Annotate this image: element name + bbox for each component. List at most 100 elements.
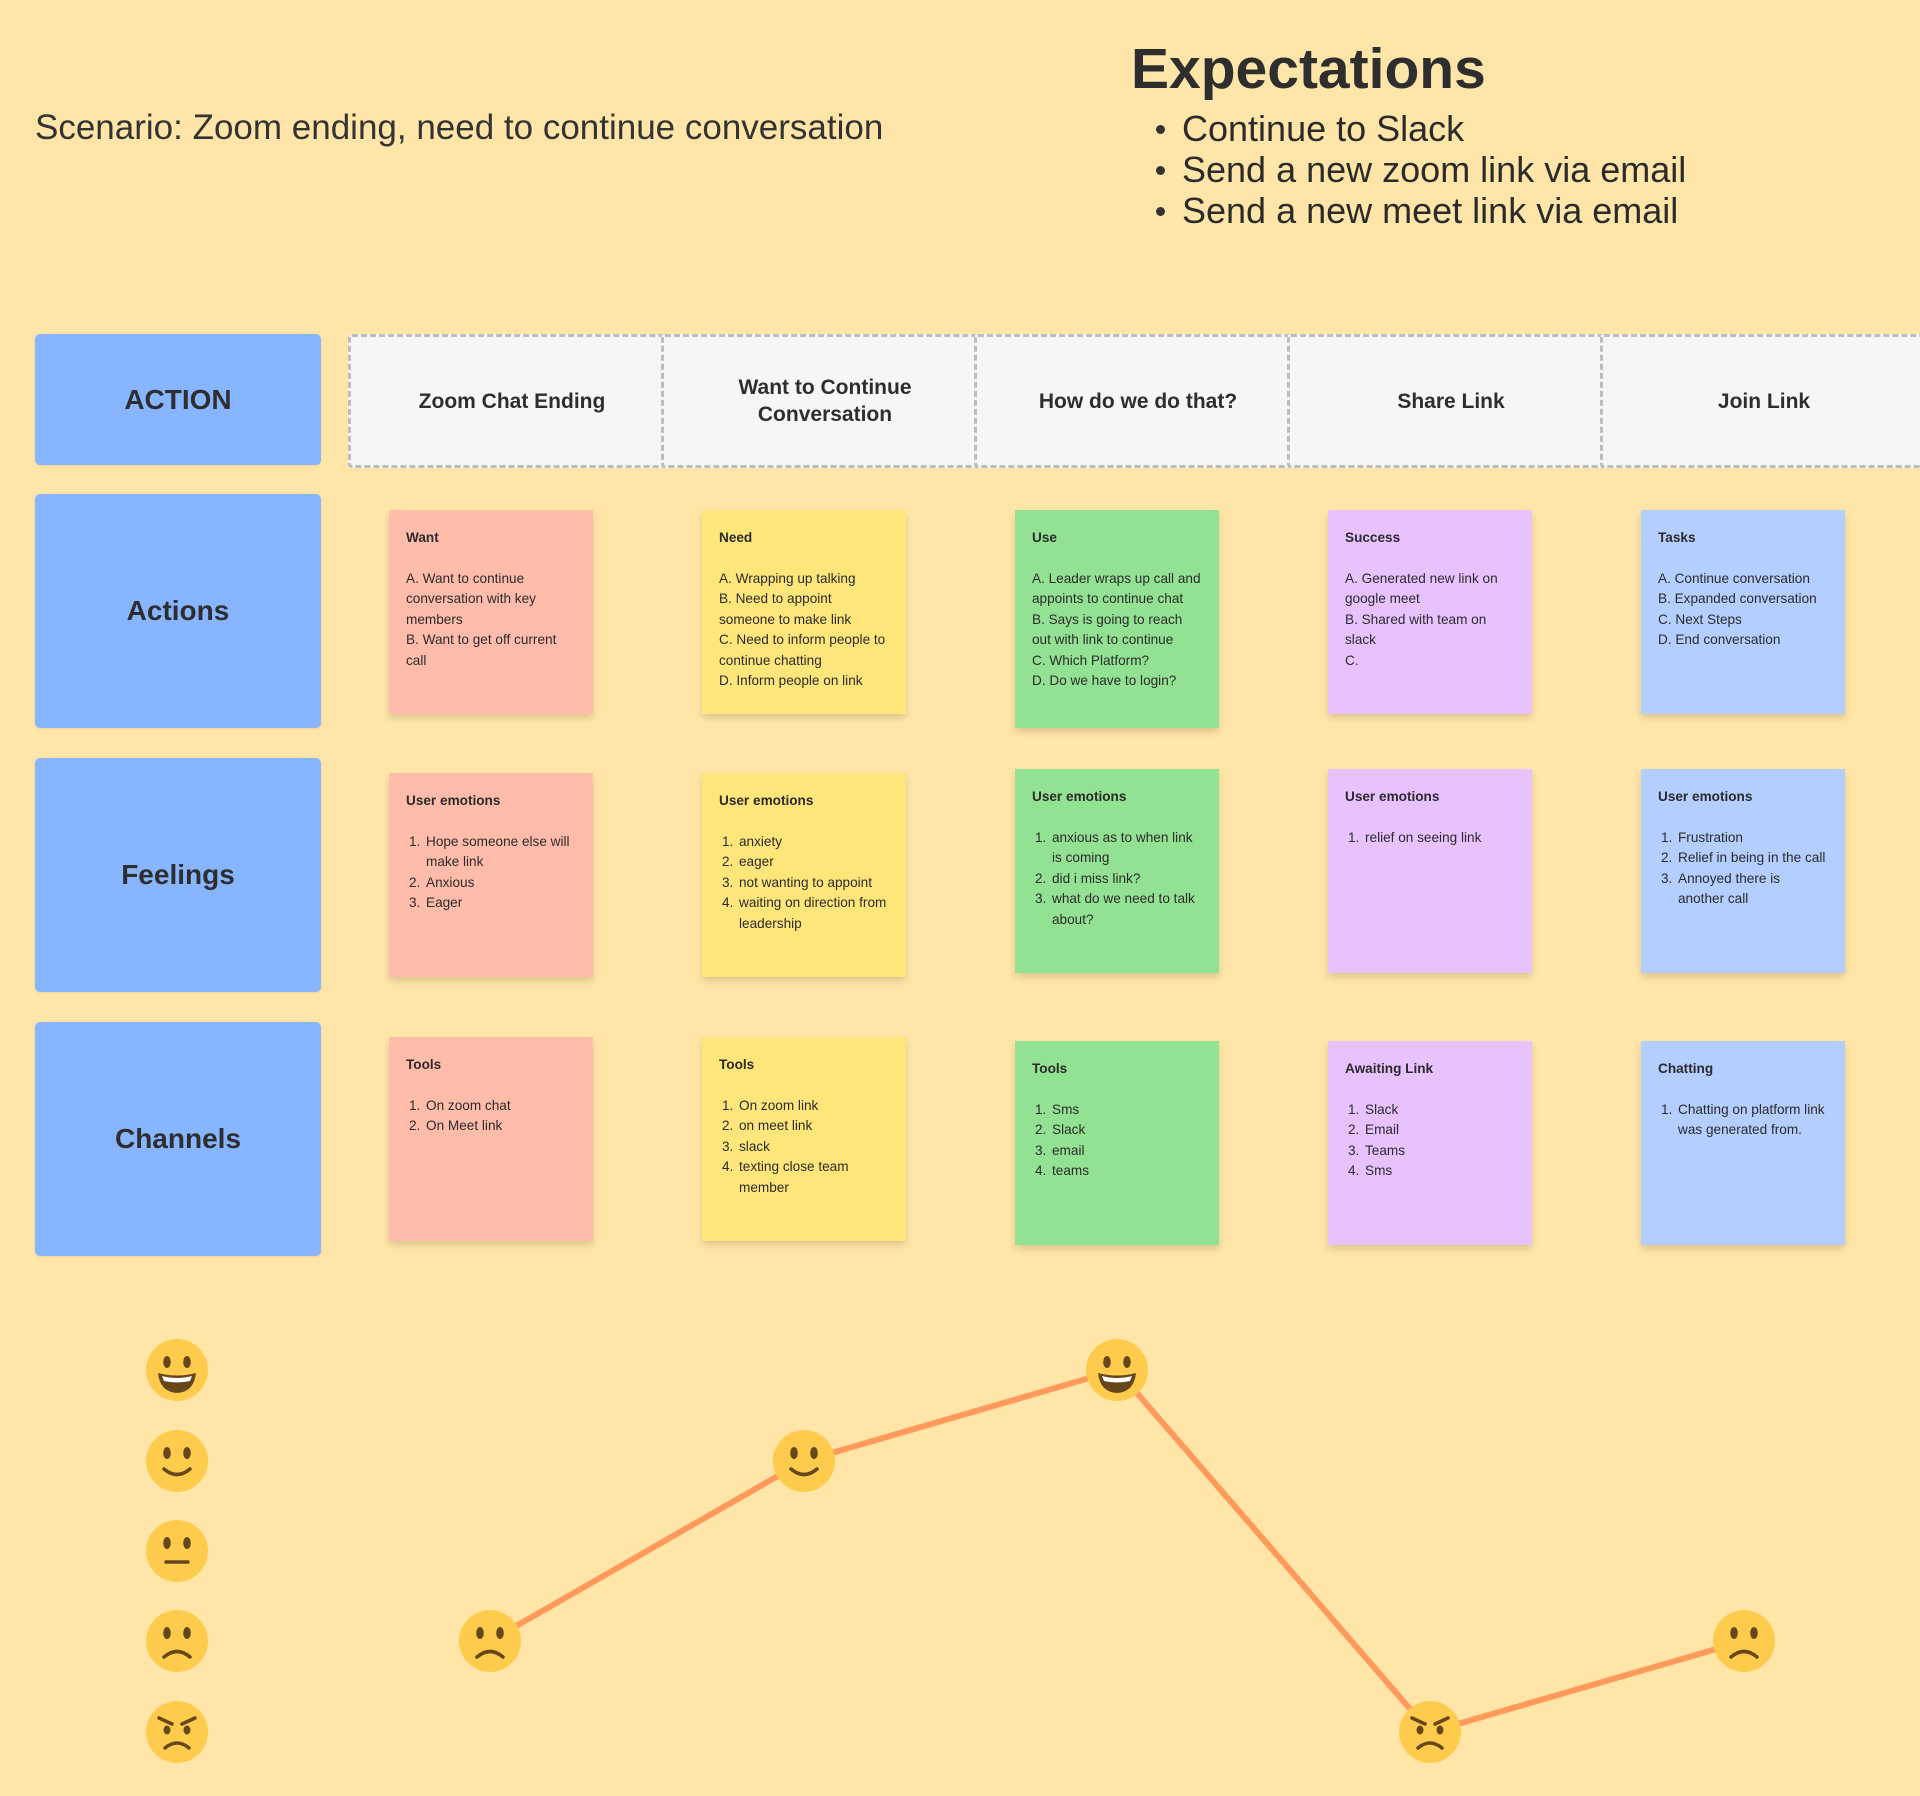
note-item: 2.Relief in being in the call [1661, 850, 1826, 865]
note-item: C. Which Platform? [1032, 652, 1150, 668]
note-item: 2.did i miss link? [1035, 870, 1141, 886]
note-item: 2.Anxious [409, 874, 475, 890]
note-item: 4.texting close team member [722, 1159, 849, 1195]
note-item: 3.email [1035, 1142, 1085, 1158]
note-item: C. [1345, 652, 1359, 668]
note-item: C. Next Steps [1658, 611, 1742, 627]
note-item: 2.Slack [1035, 1122, 1086, 1137]
note-item: B. Expanded conversation [1658, 591, 1817, 606]
curve-point-slightly-frowning-face-icon [459, 1610, 521, 1672]
note-item: 3.Teams [1348, 1142, 1406, 1158]
note-item: 1.anxious as to when link is coming [1035, 829, 1193, 866]
note-item: 1.Chatting on platform link was generate… [1661, 1101, 1825, 1138]
note-title: Use [1032, 530, 1057, 545]
note-title: User emotions [1658, 789, 1753, 804]
note-item: B. Need to appoint someone to make link [719, 591, 852, 627]
note-item: 4.waiting on direction from leadership [722, 895, 887, 931]
note-item: 2.eager [722, 854, 774, 869]
note-item: D. End conversation [1658, 632, 1781, 647]
note-title: Tools [1032, 1061, 1068, 1076]
sticky-note-actions-5: Tasks A. Continue conversation B. Expand… [1641, 510, 1845, 714]
sticky-note-channels-2: Tools 1.On zoom link 2.on meet link 3.sl… [702, 1037, 906, 1241]
note-title: Tools [406, 1057, 442, 1072]
emotion-curve-line [488, 1367, 1745, 1735]
expectation-item: Send a new meet link via email [1155, 190, 1686, 231]
note-item: A. Continue conversation [1658, 570, 1810, 586]
column-header-join-link: Join Link [1600, 334, 1920, 468]
note-item: 1.On zoom chat [409, 1097, 511, 1113]
column-header-want-to-continue: Want to Continue Conversation [661, 334, 989, 468]
curve-point-grinning-face-icon [1086, 1339, 1148, 1401]
note-item: 2.on meet link [722, 1118, 813, 1133]
note-item: A. Generated new link on google meet [1345, 570, 1498, 607]
sticky-note-actions-3: Use A. Leader wraps up call and appoints… [1015, 510, 1219, 728]
curve-point-slightly-smiling-face-icon [773, 1430, 835, 1492]
expectations-title: Expectations [1131, 37, 1486, 101]
sticky-note-channels-5: Chatting 1.Chatting on platform link was… [1641, 1041, 1845, 1245]
sticky-note-channels-3: Tools 1.Sms 2.Slack 3.email 4.teams [1015, 1041, 1219, 1245]
note-title: User emotions [719, 793, 814, 808]
note-item: A. Leader wraps up call and appoints to … [1032, 570, 1201, 607]
sticky-note-feelings-5: User emotions 1.Frustration 2.Relief in … [1641, 769, 1845, 973]
note-item: 3.Annoyed there is another call [1661, 870, 1781, 907]
note-item: A. Wrapping up talking [719, 570, 856, 586]
note-item: B. Want to get off current call [406, 632, 557, 668]
row-label-feelings: Feelings [35, 758, 321, 992]
column-header-how-do-we-do-that: How do we do that? [974, 334, 1302, 468]
sticky-note-actions-2: Need A. Wrapping up talking B. Need to a… [702, 510, 906, 714]
sticky-note-channels-4: Awaiting Link 1.Slack 2.Email 3.Teams 4.… [1328, 1041, 1532, 1245]
note-item: 1.relief on seeing link [1348, 829, 1482, 845]
curve-point-slightly-frowning-face-icon [1713, 1610, 1775, 1672]
column-header-share-link: Share Link [1287, 334, 1615, 468]
note-item: C. Need to inform people to continue cha… [719, 632, 886, 668]
row-label-actions: Actions [35, 494, 321, 728]
sticky-note-feelings-2: User emotions 1.anxiety 2.eager 3.not wa… [702, 773, 906, 977]
note-item: B. Says is going to reach out with link … [1032, 611, 1183, 648]
note-item: 1.Frustration [1661, 829, 1743, 845]
note-title: User emotions [1345, 789, 1440, 804]
note-item: 4.Sms [1348, 1163, 1393, 1178]
curve-point-angry-face-icon [1399, 1701, 1461, 1763]
note-item: D. Inform people on link [719, 673, 863, 688]
note-title: Success [1345, 530, 1401, 545]
note-item: 4.teams [1035, 1163, 1090, 1178]
note-item: 1.anxiety [722, 833, 783, 849]
row-label-channels: Channels [35, 1022, 321, 1256]
note-title: Tools [719, 1057, 755, 1072]
note-title: Tasks [1658, 530, 1696, 545]
scale-grinning-face-icon [146, 1339, 208, 1401]
note-title: Awaiting Link [1345, 1061, 1434, 1076]
note-item: 2.On Meet link [409, 1118, 503, 1133]
note-item: 1.On zoom link [722, 1097, 819, 1113]
note-item: 2.Email [1348, 1122, 1399, 1137]
expectation-item: Continue to Slack [1155, 108, 1686, 149]
expectation-item: Send a new zoom link via email [1155, 149, 1687, 190]
scale-slightly-frowning-face-icon [146, 1610, 208, 1672]
note-item: 1.Slack [1348, 1101, 1399, 1117]
note-title: Chatting [1658, 1061, 1714, 1076]
scenario-title: Scenario: Zoom ending, need to continue … [35, 108, 884, 147]
sticky-note-feelings-3: User emotions 1.anxious as to when link … [1015, 769, 1219, 973]
note-title: User emotions [1032, 789, 1127, 804]
note-item: 3.what do we need to talk about? [1035, 891, 1195, 927]
note-item: 3.Eager [409, 895, 463, 910]
note-item: 1.Hope someone else will make link [409, 833, 570, 870]
note-title: User emotions [406, 793, 501, 808]
row-label-action: ACTION [35, 334, 321, 465]
note-item: 3.slack [722, 1138, 770, 1154]
sticky-note-actions-4: Success A. Generated new link on google … [1328, 510, 1532, 714]
scale-neutral-face-icon [146, 1520, 208, 1582]
note-item: B. Shared with team on slack [1345, 611, 1487, 648]
note-item: A. Want to continue conversation with ke… [406, 570, 536, 627]
sticky-note-feelings-1: User emotions 1.Hope someone else will m… [389, 773, 593, 977]
expectations-list: Continue to Slack Send a new zoom link v… [1155, 108, 1687, 231]
note-item: D. Do we have to login? [1032, 673, 1177, 688]
sticky-note-actions-1: Want A. Want to continue conversation wi… [389, 510, 593, 714]
column-header-zoom-chat-ending: Zoom Chat Ending [348, 334, 676, 468]
note-title: Need [719, 530, 753, 545]
scale-angry-face-icon [146, 1701, 208, 1763]
note-item: 1.Sms [1035, 1101, 1080, 1117]
sticky-note-channels-1: Tools 1.On zoom chat 2.On Meet link [389, 1037, 593, 1241]
note-title: Want [406, 530, 439, 545]
